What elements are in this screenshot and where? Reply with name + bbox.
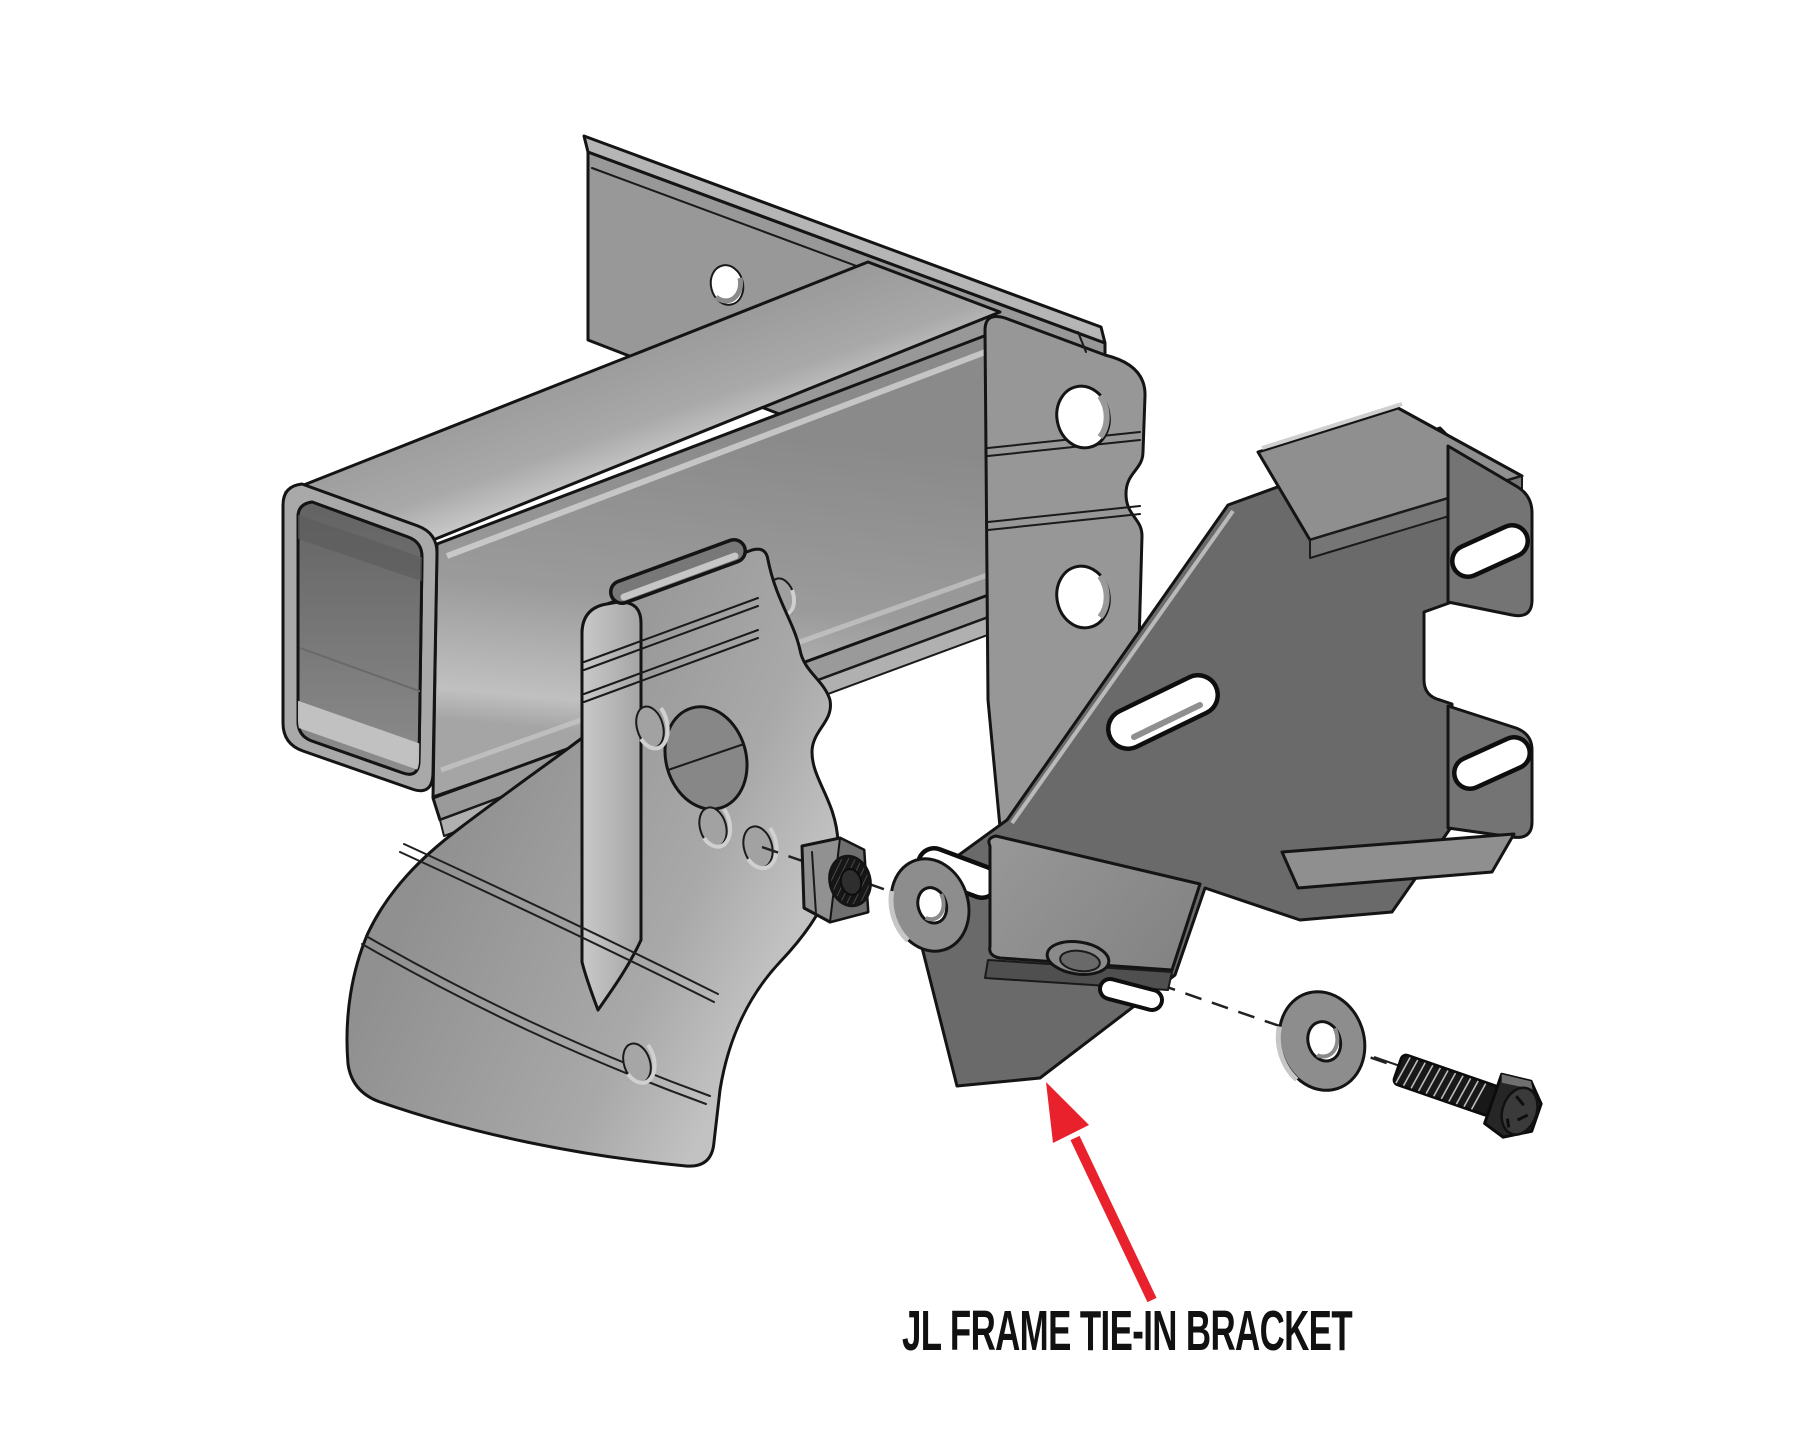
- flat-washer-rear: [888, 857, 971, 953]
- hex-bolt: [1392, 1053, 1543, 1139]
- drop-bracket: [345, 538, 840, 1168]
- end-plate-hole-upper: [1055, 384, 1111, 450]
- callout-label: JL FRAME TIE-IN BRACKET: [902, 1299, 1353, 1363]
- back-plate-hole-upper-left: [709, 264, 745, 306]
- drop-bracket-access-hole: [663, 705, 749, 811]
- tie-in-lower-flange: [1446, 704, 1534, 839]
- tie-in-bracket: [906, 402, 1534, 1088]
- tie-in-bottom-gusset: [1280, 832, 1516, 890]
- bolt-head: [1483, 1072, 1543, 1139]
- drop-bracket-top-slot: [609, 538, 747, 605]
- callout-arrowhead-icon: [1046, 1082, 1089, 1143]
- end-plate-hole-lower: [1055, 564, 1111, 630]
- tie-in-face-slot-upper: [1106, 673, 1220, 751]
- tie-in-upper-flange: [1446, 444, 1534, 618]
- shelf-slot: [1098, 977, 1164, 1012]
- tie-in-bottom-shelf: [984, 834, 1202, 1012]
- hex-nut: [800, 836, 872, 924]
- shelf-bolt-hole: [1045, 940, 1111, 976]
- crossmember-assembly: [281, 134, 1147, 1168]
- back-plate-top-lip: [582, 134, 1107, 345]
- callout: JL FRAME TIE-IN BRACKET: [902, 1082, 1354, 1363]
- callout-arrow-shaft: [1070, 1135, 1157, 1303]
- drop-bracket-flange: [580, 600, 643, 1012]
- flat-washer-front: [1275, 990, 1367, 1092]
